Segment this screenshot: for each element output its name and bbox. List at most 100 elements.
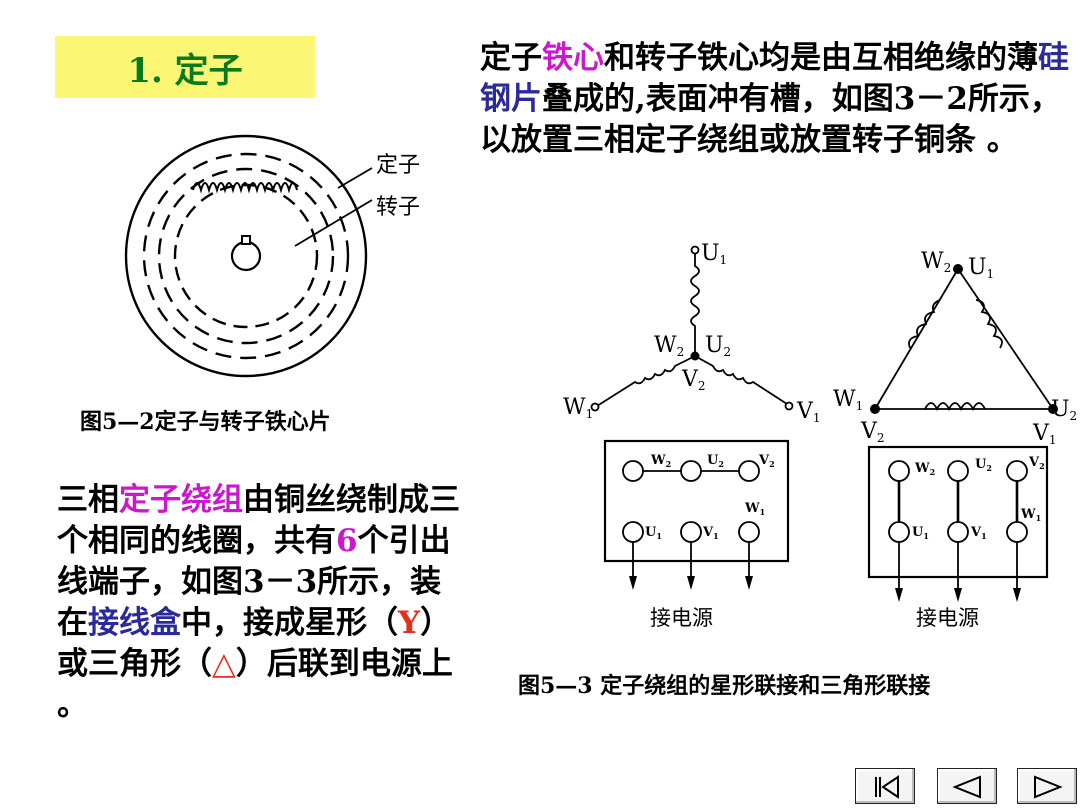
core-figure: 定子 转子 — [124, 134, 420, 378]
star-box-label-w2: W2 — [650, 453, 671, 469]
paragraph-winding: 三相定子绕组由铜丝绕制成三个相同的线圈，共有6个引出线端子，如图3－3所示，装在… — [57, 480, 467, 726]
paragraph-core: 定子铁心和转子铁心均是由互相绝缘的薄硅钢片叠成的,表面冲有槽，如图3－2所示，以… — [480, 38, 1070, 161]
key-slot — [241, 235, 251, 245]
star-arrow-2 — [687, 576, 695, 590]
delta-node-left — [870, 404, 880, 414]
star-coil-v — [694, 355, 788, 405]
delta-label-v2: V2 — [860, 419, 885, 445]
star-arrow-1 — [629, 576, 637, 590]
delta-box-w2 — [888, 460, 910, 482]
star-label-v1: V1 — [796, 399, 821, 425]
delta-box-v1 — [947, 521, 969, 543]
delta-arrow-3 — [1013, 588, 1021, 602]
previous-slide-button[interactable] — [937, 768, 997, 804]
caption-core: 图5—2定子与转子铁心片 — [80, 409, 331, 435]
text-segment: 叠成的,表面冲有槽，如图3－2所示，以放置三相定子绕组或放置转子铜条 。 — [480, 81, 1061, 158]
text-segment: 6 — [336, 523, 358, 559]
delta-label-u1: U1 — [968, 255, 994, 281]
delta-box-label-v1: V1 — [970, 525, 987, 541]
delta-arrow-1 — [895, 588, 903, 602]
star-box-u1 — [622, 521, 644, 543]
label-rotor: 转子 — [376, 195, 420, 220]
first-slide-button[interactable] — [855, 768, 915, 804]
star-box-w1 — [738, 521, 760, 543]
delta-coil-bottom — [924, 402, 986, 412]
star-label-u1: U1 — [701, 241, 727, 267]
delta-box-label-u2: U2 — [975, 457, 992, 473]
text-segment: 由铜丝绕制成三个相同的线圈，共有 — [57, 482, 460, 559]
delta-node-right — [1048, 404, 1058, 414]
star-label-w1: W1 — [563, 395, 593, 421]
text-segment: 个引出线端子，如图3－3所示，装在 — [57, 523, 451, 641]
text-segment: 三相 — [57, 482, 119, 518]
leader-stator — [337, 167, 373, 189]
delta-side-right — [957, 268, 1054, 410]
stator-inner-dashed — [142, 152, 350, 360]
delta-coil-right — [975, 299, 1003, 349]
star-label-v2: V2 — [681, 367, 706, 393]
rotor-dashed-2 — [173, 183, 319, 329]
rotor-dashed-1 — [157, 167, 335, 345]
star-coil-w — [596, 355, 696, 407]
star-box-label-v1: V1 — [702, 525, 719, 541]
star-terminal-w1 — [590, 402, 600, 412]
star-terminal-box — [603, 439, 790, 563]
star-box-label-v2: V2 — [758, 453, 775, 469]
star-power-label: 接电源 — [650, 606, 713, 630]
text-segment: 和转子铁心均是由互相绝缘的薄 — [604, 40, 1038, 76]
star-neutral-node — [690, 351, 700, 361]
delta-box-label-v2: V2 — [1028, 455, 1045, 471]
leader-rotor — [294, 199, 373, 247]
delta-box-w1 — [1006, 521, 1028, 543]
text-segment: ）后联到电源上 。 — [57, 646, 453, 723]
text-segment: 铁心 — [542, 40, 604, 76]
delta-arrow-2 — [954, 588, 962, 602]
star-box-w2 — [622, 460, 644, 482]
delta-box-label-u1: U1 — [912, 525, 929, 541]
previous-icon — [952, 775, 981, 799]
star-label-w2: W2 — [654, 333, 684, 359]
delta-box-u2 — [947, 460, 969, 482]
text-segment: △ — [212, 646, 236, 682]
delta-label-v1: V1 — [1032, 421, 1057, 447]
delta-node-top — [953, 264, 963, 274]
text-segment: 接线盒 — [88, 605, 181, 641]
star-box-label-u1: U1 — [645, 525, 662, 541]
star-box-v2 — [738, 460, 760, 482]
star-label-u2: U2 — [705, 333, 731, 359]
text-segment: 定子 — [480, 40, 542, 76]
delta-coil-left — [908, 299, 941, 349]
next-icon — [1034, 775, 1063, 799]
text-segment: 定子绕组 — [119, 482, 243, 518]
shaft-hole — [230, 240, 262, 272]
first-slide-icon — [875, 775, 899, 799]
label-stator: 定子 — [376, 153, 420, 178]
delta-box-v2 — [1006, 460, 1028, 482]
delta-box-label-w1: W1 — [1020, 507, 1041, 523]
star-arrow-3 — [745, 576, 753, 590]
text-segment: 中，接成星形（ — [181, 605, 398, 641]
text-segment: ）或三角形（ — [57, 605, 452, 682]
stator-outer-circle — [124, 134, 368, 378]
delta-power-label: 接电源 — [916, 606, 979, 630]
delta-label-w1: W1 — [833, 387, 863, 413]
star-terminal-u1 — [690, 245, 700, 255]
stator-slots — [192, 182, 298, 194]
star-box-u2 — [680, 460, 702, 482]
star-box-v1 — [680, 521, 702, 543]
text-segment: Y — [398, 605, 421, 641]
winding-figure: U1 W2 U2 V2 W1 V1 W2 U1 W1 V2 U2 V1 W2 U… — [563, 241, 1077, 630]
star-terminal-v1 — [784, 401, 794, 411]
delta-box-label-w2: W2 — [914, 461, 935, 477]
delta-side-left — [874, 268, 959, 410]
star-box-label-u2: U2 — [707, 453, 724, 469]
delta-box-u1 — [888, 521, 910, 543]
delta-label-u2: U2 — [1051, 397, 1077, 423]
star-box-label-w1: W1 — [744, 501, 765, 517]
slide-title: 1. 定子 — [55, 36, 315, 98]
text-segment: 硅钢片 — [480, 40, 1069, 117]
caption-winding: 图5—3 定子绕组的星形联接和三角形联接 — [518, 673, 931, 699]
next-slide-button[interactable] — [1017, 768, 1077, 804]
star-coil-u — [690, 254, 700, 356]
delta-label-w2: W2 — [921, 249, 951, 275]
